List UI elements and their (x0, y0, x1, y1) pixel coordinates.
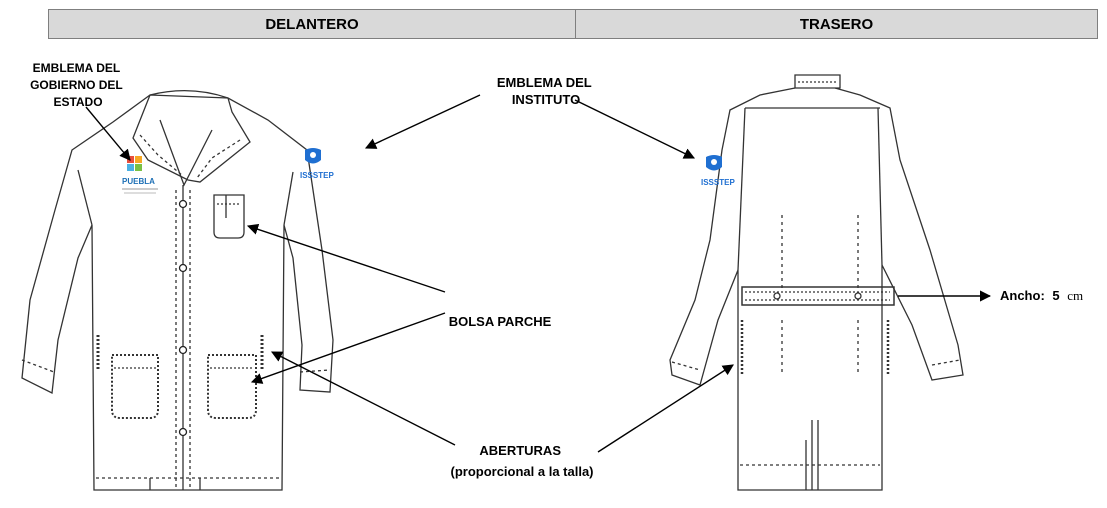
gov-logo-mark-3 (127, 164, 134, 171)
label-patch-pocket: BOLSA PARCHE (449, 314, 552, 329)
label-institute-line1: EMBLEMA DEL (497, 75, 592, 90)
label-institute-emblem: EMBLEMA DEL INSTITUTO (497, 75, 595, 107)
label-width: Ancho: 5 cm (1000, 288, 1083, 303)
front-chest-pocket (213, 194, 245, 239)
label-width-unit: cm (1067, 288, 1083, 303)
front-coat (21, 90, 334, 491)
arrow-gov-emblem (85, 106, 131, 161)
gov-logo-mark-4 (135, 164, 142, 171)
label-gov-emblem-line3: ESTADO (53, 95, 102, 109)
arrow-back-opening (597, 364, 734, 453)
institute-logo-text-back: ISSSTEP (701, 178, 735, 187)
gov-logo-mark-2 (135, 156, 142, 163)
label-gov-emblem-line1: EMBLEMA DEL (33, 61, 120, 75)
back-coat (669, 74, 964, 491)
arrow-institute-front (364, 94, 481, 149)
front-right-pocket (207, 354, 257, 419)
label-gov-emblem-line2: GOBIERNO DEL (30, 78, 122, 92)
annotation-arrows (85, 94, 992, 453)
front-collar (132, 94, 251, 183)
arrow-chest-pocket (246, 223, 446, 293)
label-openings: ABERTURAS (proporcional a la talla) (450, 443, 593, 479)
label-openings-line1: ABERTURAS (479, 443, 561, 458)
back-belt (741, 286, 895, 306)
institute-logo-front: ISSSTEP (300, 148, 334, 180)
institute-logo-text-front: ISSSTEP (300, 171, 334, 180)
front-buttons (178, 199, 188, 437)
label-institute-line2: INSTITUTO (512, 92, 580, 107)
institute-logo-back: ISSSTEP (701, 155, 735, 187)
header-front: DELANTERO (48, 9, 576, 39)
label-width-value: 5 (1052, 288, 1059, 303)
gov-logo-text: PUEBLA (122, 177, 155, 186)
label-width-text: Ancho: (1000, 288, 1045, 303)
arrow-institute-back (574, 99, 696, 159)
arrow-front-opening (271, 351, 456, 446)
gov-emblem-logo: PUEBLA (122, 156, 158, 194)
front-left-pocket (111, 354, 159, 419)
back-coat-outline (669, 87, 964, 491)
front-coat-outline (21, 94, 334, 491)
label-gov-emblem: EMBLEMA DEL GOBIERNO DEL ESTADO (30, 61, 126, 109)
back-collar (794, 74, 841, 89)
arrow-lower-pocket (250, 312, 446, 384)
header-back: TRASERO (575, 9, 1098, 39)
label-openings-line2: (proporcional a la talla) (450, 464, 593, 479)
